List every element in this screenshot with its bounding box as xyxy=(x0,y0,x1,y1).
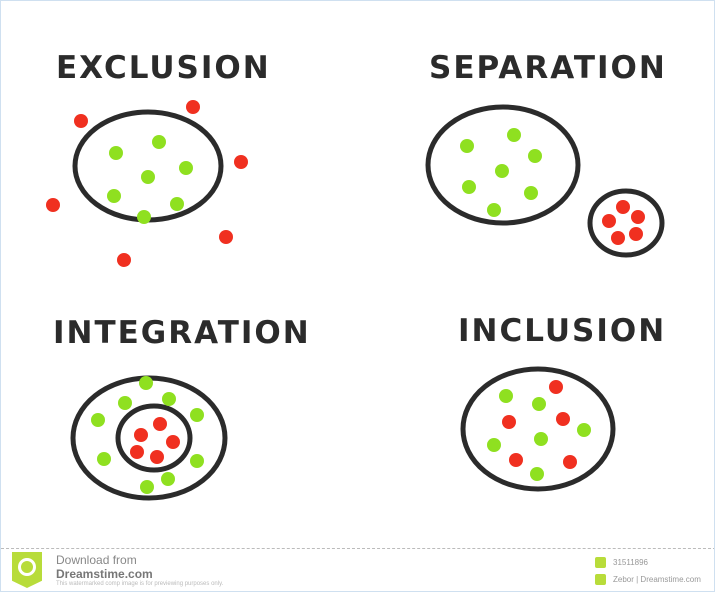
red-dot xyxy=(611,231,625,245)
green-dot xyxy=(499,389,513,403)
integration-inner-circle xyxy=(115,403,193,473)
green-dot xyxy=(190,408,204,422)
red-dot xyxy=(186,100,200,114)
green-dot xyxy=(118,396,132,410)
green-dot xyxy=(577,423,591,437)
red-dot xyxy=(563,455,577,469)
red-dot xyxy=(631,210,645,224)
red-dot xyxy=(509,453,523,467)
title-inclusion: INCLUSION xyxy=(458,313,666,349)
green-dot xyxy=(462,180,476,194)
title-exclusion: EXCLUSION xyxy=(56,50,271,86)
id-icon xyxy=(595,557,606,568)
red-dot xyxy=(502,415,516,429)
red-dot xyxy=(74,114,88,128)
red-dot xyxy=(166,435,180,449)
red-dot xyxy=(556,412,570,426)
title-integration: INTEGRATION xyxy=(53,315,311,351)
integration-outer-circle xyxy=(70,375,228,501)
green-dot xyxy=(487,438,501,452)
green-dot xyxy=(534,432,548,446)
green-dot xyxy=(179,161,193,175)
green-dot xyxy=(97,452,111,466)
red-dot xyxy=(134,428,148,442)
site-name[interactable]: Dreamstime.com xyxy=(56,567,153,581)
green-dot xyxy=(141,170,155,184)
credit: Zebor | Dreamstime.com xyxy=(613,575,701,584)
image-id: 31511896 xyxy=(613,558,648,567)
red-dot xyxy=(153,417,167,431)
green-dot xyxy=(161,472,175,486)
green-dot xyxy=(524,186,538,200)
green-dot xyxy=(140,480,154,494)
red-dot xyxy=(602,214,616,228)
green-dot xyxy=(190,454,204,468)
title-separation: SEPARATION xyxy=(429,50,667,86)
green-dot xyxy=(495,164,509,178)
green-dot xyxy=(530,467,544,481)
red-dot xyxy=(150,450,164,464)
red-dot xyxy=(130,445,144,459)
red-dot xyxy=(234,155,248,169)
green-dot xyxy=(162,392,176,406)
green-dot xyxy=(107,189,121,203)
red-dot xyxy=(629,227,643,241)
green-dot xyxy=(170,197,184,211)
green-dot xyxy=(507,128,521,142)
author-icon xyxy=(595,574,606,585)
green-dot xyxy=(139,376,153,390)
inclusion-circle xyxy=(460,366,616,492)
green-dot xyxy=(460,139,474,153)
red-dot xyxy=(549,380,563,394)
green-dot xyxy=(137,210,151,224)
separation-circle-small xyxy=(587,188,665,258)
download-from-label: Download from xyxy=(56,553,137,567)
green-dot xyxy=(528,149,542,163)
green-dot xyxy=(109,146,123,160)
watermark-footer: Download from Dreamstime.com This waterm… xyxy=(1,548,714,591)
red-dot xyxy=(616,200,630,214)
green-dot xyxy=(487,203,501,217)
separation-circle-large xyxy=(425,104,581,226)
green-dot xyxy=(152,135,166,149)
red-dot xyxy=(117,253,131,267)
disclaimer: This watermarked comp image is for previ… xyxy=(56,581,224,587)
green-dot xyxy=(532,397,546,411)
exclusion-circle xyxy=(72,109,224,223)
green-dot xyxy=(91,413,105,427)
red-dot xyxy=(219,230,233,244)
red-dot xyxy=(46,198,60,212)
diagram-canvas: EXCLUSION SEPARATION INTEGRATION INCLUSI… xyxy=(46,50,667,501)
dreamstime-logo-icon xyxy=(12,552,42,588)
